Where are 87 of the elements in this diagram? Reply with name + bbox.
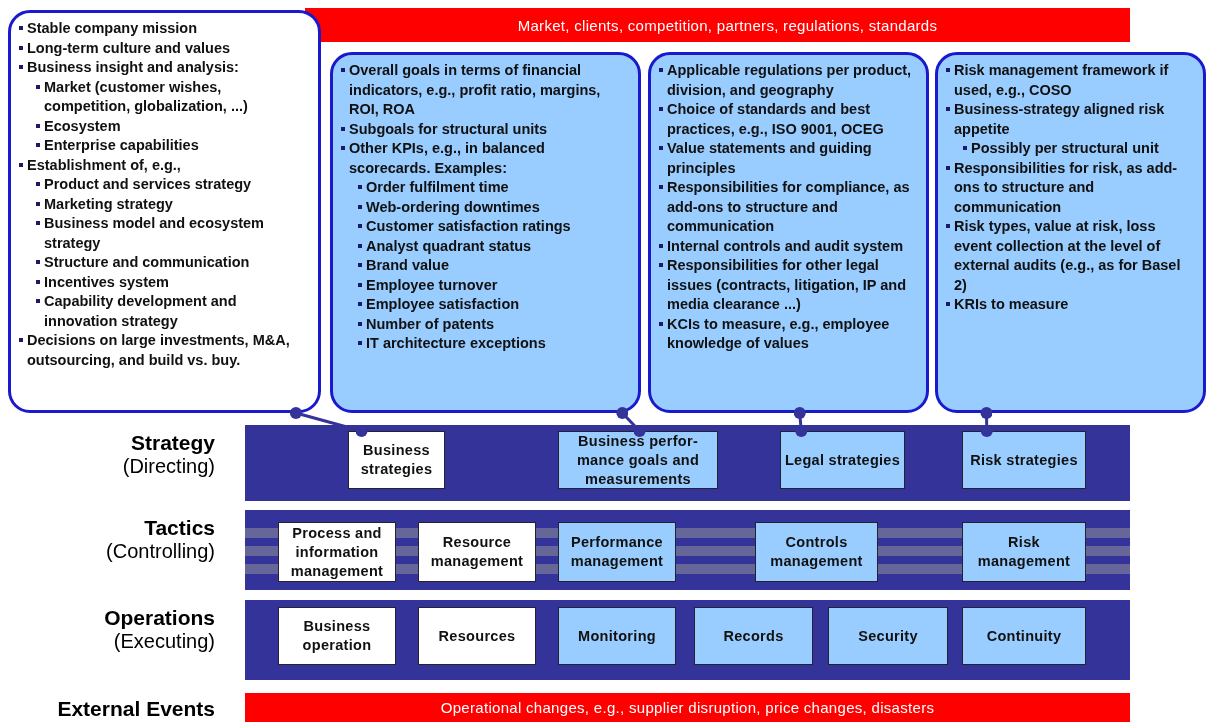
- bullet-text: Internal controls and audit system: [667, 236, 904, 256]
- bullet-text: Incentives system: [44, 272, 169, 292]
- function-box: [418, 607, 536, 665]
- bullet-text: Possibly per structural unit: [971, 139, 1159, 158]
- callout-box: [935, 52, 1206, 413]
- function-box: [558, 607, 676, 665]
- bullet-text: Analyst quadrant status: [366, 236, 532, 256]
- box-text: Legal strategies: [783, 450, 902, 470]
- function-box: [755, 522, 878, 582]
- bullet-text: Marketing strategy: [44, 194, 173, 214]
- bullet-text: Choice of standards and best practices, e.g., ISO 9001, OCEG: [667, 100, 885, 139]
- bullet-text: Web-ordering downtimes: [366, 197, 540, 217]
- bullet-text: KCIs to measure, e.g., employee knowledge of values: [667, 314, 891, 353]
- bullet-text: Responsibilities for compliance, as add-ons to structure and communication: [667, 178, 911, 236]
- bullet-text: Long-term culture and values: [27, 38, 231, 58]
- bullet-text: Capability development and innovation strategy: [44, 292, 238, 331]
- bullet-text: Stable company mission: [27, 19, 198, 38]
- bullet-text: Customer satisfaction ratings: [366, 217, 571, 236]
- box-text: Controls management: [769, 533, 864, 571]
- bullet-text: KRIs to measure: [954, 295, 1069, 314]
- function-box: [418, 522, 536, 582]
- layer-heading: Operations: [104, 606, 215, 630]
- layer-subheading: (Executing): [112, 630, 215, 653]
- bullet-text: Establishment of, e.g.,: [27, 155, 181, 175]
- box-text: Records: [722, 626, 785, 646]
- leader-line: [980, 407, 993, 437]
- function-box: [278, 522, 396, 582]
- bullet-text: Business insight and analysis:: [27, 58, 239, 77]
- bullet-text: Employee satisfaction: [366, 295, 520, 314]
- function-box: [962, 431, 1086, 489]
- bullet-text: Risk types, value at risk, loss event collection at the level of external audits (e.g., as for Basel 2): [954, 217, 1182, 295]
- layer-heading: External Events: [57, 697, 215, 721]
- function-box: [962, 522, 1086, 582]
- function-box: [962, 607, 1086, 665]
- box-text: Risk strategies: [969, 450, 1079, 470]
- box-text: Process and information management: [289, 523, 385, 581]
- bullet-text: Applicable regulations per product, division, and geography: [667, 61, 913, 100]
- bullet-text: Employee turnover: [366, 275, 498, 295]
- callout-box: [330, 52, 641, 413]
- box-text: Performance management: [569, 533, 665, 571]
- function-box: [694, 607, 813, 665]
- bullet-text: Value statements and guiding principles: [667, 139, 873, 178]
- leader-line: [793, 407, 808, 437]
- context-band: [305, 8, 1130, 42]
- bullet-text: Business-strategy aligned risk appetite: [954, 100, 1166, 139]
- layer-subheading: (Directing): [122, 455, 215, 478]
- callout-box: [648, 52, 929, 413]
- function-box: [558, 431, 718, 489]
- leader-line: [616, 407, 646, 437]
- bullet-text: Responsibilities for other legal issues (contracts, litigation, IP and media clearance ...): [667, 256, 908, 314]
- bullet-text: Enterprise capabilities: [44, 136, 199, 155]
- leader-line: [289, 407, 368, 437]
- bullet-text: Responsibilities for risk, as add-ons to structure and communication: [954, 158, 1179, 217]
- box-text: Resources: [437, 626, 517, 646]
- bullet-text: Number of patents: [366, 314, 495, 334]
- box-text: Security: [857, 626, 919, 646]
- box-text: Resource management: [429, 533, 525, 571]
- function-box: [828, 607, 948, 665]
- bullet-text: Decisions on large investments, M&A, outsourcing, and build vs. buy.: [27, 331, 291, 370]
- bullet-text: Risk management framework if used, e.g., COSO: [954, 61, 1170, 100]
- layer-heading: Tactics: [143, 516, 215, 540]
- bullet-text: Brand value: [366, 256, 449, 275]
- layer-subheading: (Controlling): [106, 540, 215, 563]
- box-text: Monitoring: [577, 626, 657, 646]
- function-box: [558, 522, 676, 582]
- box-text: Business perfor-mance goals and measurements: [575, 431, 701, 489]
- box-text: Business strategies: [359, 441, 434, 479]
- box-text: Continuity: [985, 626, 1063, 646]
- function-box: [348, 431, 445, 489]
- band-text: Operational changes, e.g., supplier disruption, price changes, disasters: [440, 699, 935, 716]
- bullet-text: Other KPIs, e.g., in balanced scorecards. Examples:: [349, 139, 546, 178]
- bullet-text: Product and services strategy: [44, 175, 252, 194]
- bullet-text: IT architecture exceptions: [366, 334, 546, 353]
- layer-heading: Strategy: [129, 431, 215, 455]
- callout-box: [8, 10, 321, 413]
- bullet-text: Structure and communication: [44, 253, 250, 272]
- box-text: Business operation: [301, 617, 373, 655]
- box-text: Risk management: [976, 533, 1072, 571]
- band-text: Market, clients, competition, partners, regulations, standards: [517, 16, 938, 34]
- bullet-text: Ecosystem: [44, 116, 121, 136]
- function-box: [278, 607, 396, 665]
- bullet-text: Overall goals in terms of financial indicators, e.g., profit ratio, margins, ROI, ROA: [349, 61, 602, 119]
- bullet-text: Business model and ecosystem strategy: [44, 214, 265, 253]
- bullet-text: Market (customer wishes, competition, globalization, ...): [44, 77, 249, 116]
- function-box: [780, 431, 905, 489]
- bullet-text: Order fulfilment time: [366, 178, 509, 197]
- bullet-text: Subgoals for structural units: [349, 119, 548, 139]
